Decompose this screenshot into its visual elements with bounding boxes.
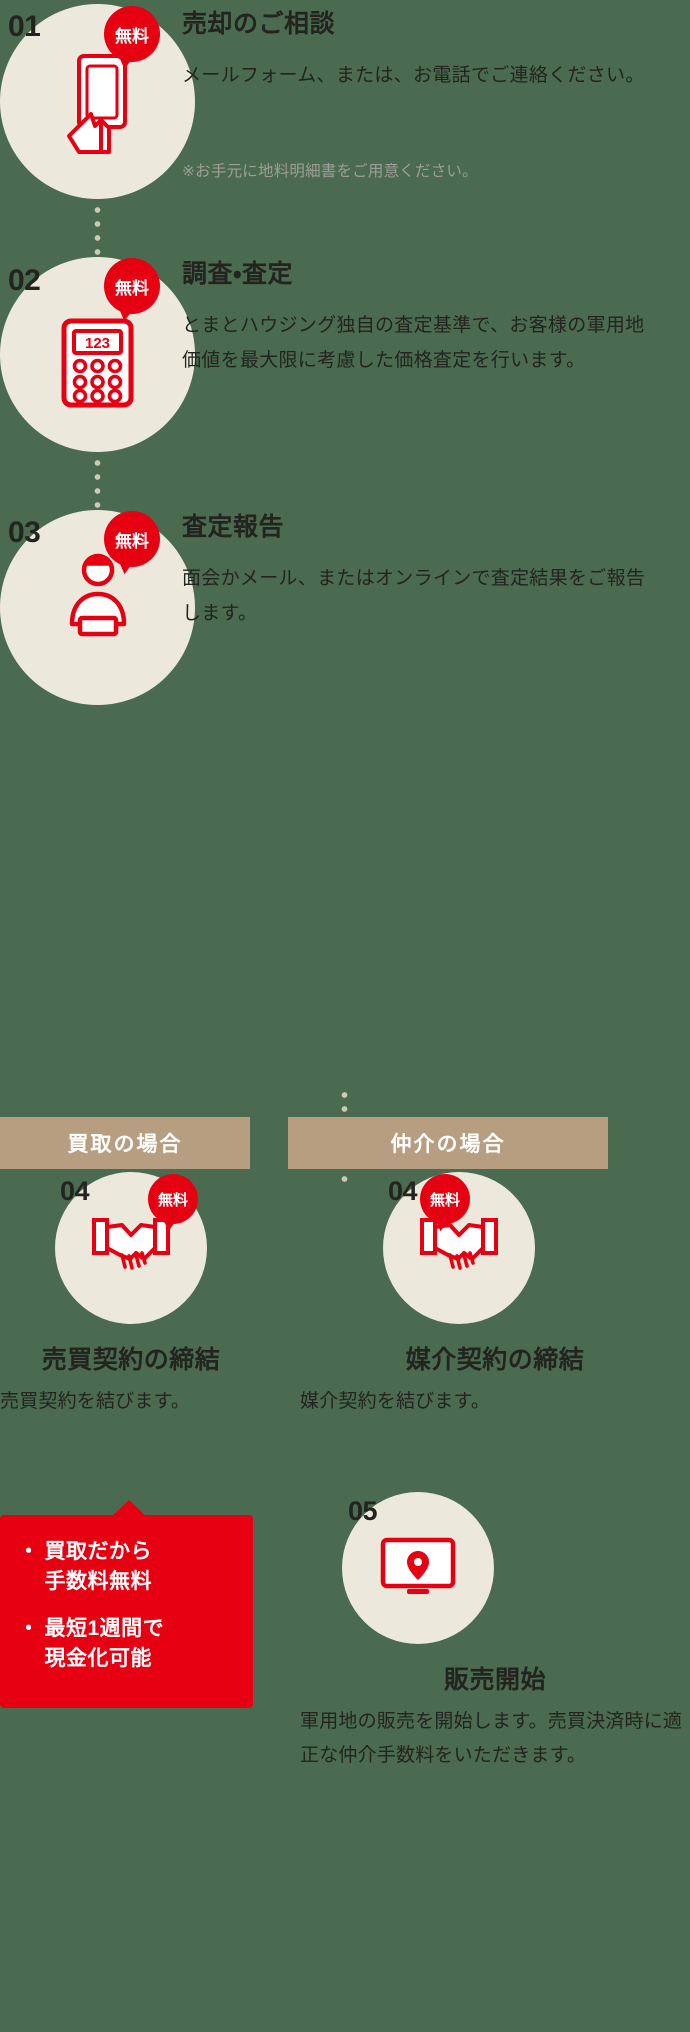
step-03-title: 査定報告 bbox=[182, 513, 285, 541]
callout-item-line1: 買取だから bbox=[44, 1540, 152, 1563]
callout-item: ・ 買取だから 手数料無料 bbox=[18, 1537, 235, 1598]
calculator-icon: 123 bbox=[61, 318, 134, 408]
buy-benefits-callout: ・ 買取だから 手数料無料 ・ 最短1週間で 現金化可能 bbox=[0, 1500, 253, 1708]
final-step-title: 販売開始 bbox=[443, 1666, 546, 1694]
step-02-title: 調査・査定 bbox=[182, 260, 294, 288]
branch-tab-buy[interactable]: 買取の場合 bbox=[0, 1117, 250, 1169]
monitor-pin-icon bbox=[380, 1537, 456, 1601]
step-01-title: 売却のご相談 bbox=[182, 10, 336, 38]
branch-buy-body: 売買契約を結びます。 bbox=[0, 1391, 191, 1412]
step-02-number: 02 bbox=[8, 264, 41, 297]
step-05-number: 05 bbox=[348, 1496, 378, 1526]
callout-bullet: ・ bbox=[18, 1540, 40, 1563]
person-report-icon bbox=[58, 552, 138, 640]
branch-buy-title: 売買契約の締結 bbox=[41, 1346, 221, 1374]
branch-broker-body: 媒介契約を結びます。 bbox=[300, 1391, 491, 1412]
step-01-note: ※お手元に地料明細書をご用意ください。 bbox=[182, 163, 478, 180]
callout-item: ・ 最短1週間で 現金化可能 bbox=[18, 1614, 235, 1675]
branch-broker-title: 媒介契約の締結 bbox=[405, 1346, 585, 1374]
callout-item-line1: 最短1週間で bbox=[44, 1616, 165, 1640]
branch-buy-number: 04 bbox=[60, 1176, 90, 1206]
branch-broker-free-badge: 無料 bbox=[420, 1174, 470, 1224]
callout-bullet: ・ bbox=[18, 1616, 40, 1640]
step-03-body: 面会かメール、またはオンラインで査定結果をご報告します。 bbox=[182, 568, 646, 625]
connector-02-03 bbox=[94, 456, 101, 511]
step-02-free-badge: 無料 bbox=[104, 258, 160, 314]
handshake-icon bbox=[92, 1215, 170, 1277]
step-02-body: とまとハウジング独自の査定基準で、お客様の軍用地価値を最大限に考慮した価格査定を… bbox=[182, 315, 645, 372]
branch-buy-free-badge: 無料 bbox=[148, 1174, 198, 1224]
step-01-number: 01 bbox=[8, 10, 41, 43]
branch-broker-number: 04 bbox=[388, 1176, 418, 1206]
calculator-display-value: 123 bbox=[85, 335, 110, 352]
branch-tab-broker[interactable]: 仲介の場合 bbox=[288, 1117, 608, 1169]
hand-holding-phone-icon bbox=[55, 50, 145, 156]
callout-item-line2: 現金化可能 bbox=[44, 1647, 152, 1671]
final-step-body: 軍用地の販売を開始します。売買決済時に適正な仲介手数料をいただきます。 bbox=[300, 1711, 683, 1767]
connector-01-02 bbox=[94, 203, 101, 259]
step-01-free-badge: 無料 bbox=[104, 6, 160, 62]
callout-item-line2: 手数料無料 bbox=[44, 1570, 152, 1594]
handshake-icon bbox=[420, 1215, 498, 1277]
step-03-number: 03 bbox=[8, 516, 41, 549]
step-03-free-badge: 無料 bbox=[104, 511, 160, 567]
step-01-body: メールフォーム、または、お電話でご連絡ください。 bbox=[182, 65, 645, 86]
